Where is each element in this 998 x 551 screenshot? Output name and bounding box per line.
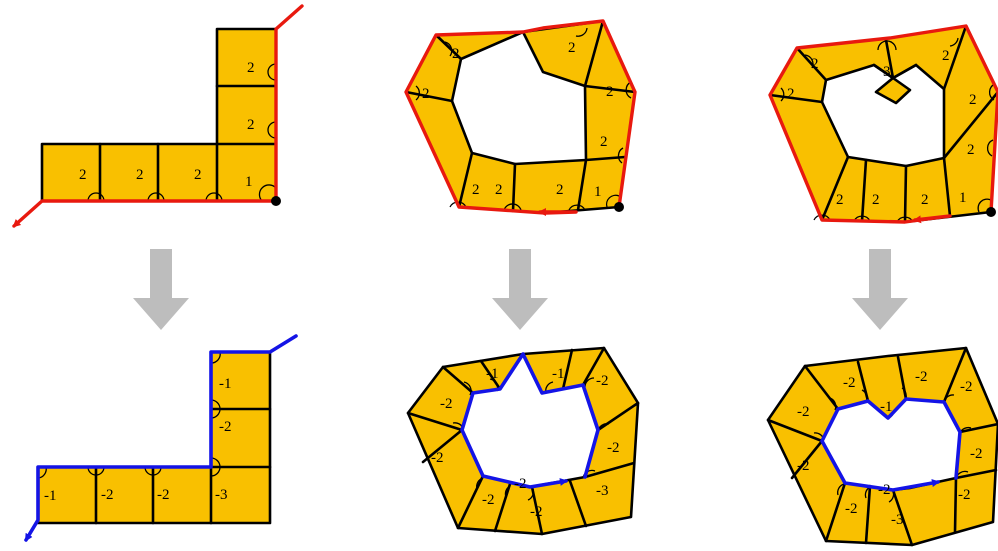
label: 2 [472, 182, 480, 198]
panel-3-bottom-boundary-path [820, 397, 962, 492]
panel-3-top-marked-vertex [986, 207, 996, 217]
panel-2-bottom-boundary-path [460, 352, 600, 489]
label: -2 [157, 487, 170, 503]
label: -2 [843, 375, 856, 391]
label: -2 [101, 487, 114, 503]
panel-2-bottom: -1 -1 -2 -2 -2 -2 -2 -2 -3 -2 [406, 346, 640, 536]
label: 2 [568, 40, 576, 56]
label: 2 [194, 167, 202, 183]
panel-2-top-marked-vertex [614, 202, 624, 212]
label: -1 [44, 488, 57, 504]
label: 2 [836, 192, 844, 208]
label: 2 [79, 167, 87, 183]
label: -3 [596, 483, 609, 499]
panel-1-bottom-boundary-path [24, 334, 298, 542]
label: -2 [514, 476, 527, 492]
label: -2 [530, 504, 543, 520]
panel-3-bottom-ring [766, 346, 998, 547]
panel-3-top: 2 3 2 2 2 2 2 2 2 1 [768, 24, 998, 224]
label: 2 [556, 182, 564, 198]
label: 2 [942, 48, 950, 64]
label: 1 [245, 174, 253, 190]
down-arrow [492, 249, 548, 330]
label: -2 [915, 369, 928, 385]
label: 2 [136, 167, 144, 183]
label: -2 [431, 450, 444, 466]
label: -2 [596, 373, 609, 389]
down-arrow [133, 249, 189, 330]
label: 2 [872, 192, 880, 208]
panel-2-top-boundary-path [404, 19, 637, 216]
label: 2 [787, 86, 795, 102]
label: 2 [921, 192, 929, 208]
panel-1-top: 2 2 2 2 2 1 [12, 4, 304, 228]
transform-arrows [133, 249, 908, 330]
label: -1 [486, 366, 499, 382]
label: -2 [797, 404, 810, 420]
label: 2 [600, 134, 608, 150]
label: -2 [960, 379, 973, 395]
panel-3-bottom: -2 -1 -2 -2 -2 -2 -2 -2 -3 -2 -2 [766, 346, 998, 547]
label: -2 [970, 446, 983, 462]
label: -3 [891, 512, 904, 528]
label: -1 [552, 366, 565, 382]
down-arrow [852, 249, 908, 330]
panel-2-top: 2 2 2 2 2 2 2 2 1 [404, 19, 637, 216]
label: 2 [811, 56, 819, 72]
label: -3 [215, 487, 228, 503]
panel-1-bottom: -1 -2 -1 -2 -2 -3 [24, 334, 298, 542]
label: 3 [883, 64, 891, 80]
label: 2 [969, 92, 977, 108]
panel-3-top-diamond [874, 76, 912, 105]
label: 2 [247, 117, 255, 133]
label: -2 [440, 396, 453, 412]
label: -2 [878, 482, 891, 498]
label: 1 [959, 190, 967, 206]
label: 2 [967, 142, 975, 158]
label: -2 [797, 458, 810, 474]
label: 2 [422, 86, 430, 102]
label: -1 [880, 399, 893, 415]
label: -2 [845, 501, 858, 517]
label: 2 [452, 46, 460, 62]
label: 1 [594, 184, 602, 200]
panel-1-top-marked-vertex [271, 196, 281, 206]
label: 2 [247, 60, 255, 76]
label: -2 [482, 492, 495, 508]
label: -1 [219, 376, 232, 392]
panel-3-top-boundary-path [768, 24, 998, 224]
label: -2 [607, 440, 620, 456]
label: 2 [606, 84, 614, 100]
label: 2 [495, 182, 503, 198]
label: -2 [958, 487, 971, 503]
label: -2 [219, 419, 232, 435]
